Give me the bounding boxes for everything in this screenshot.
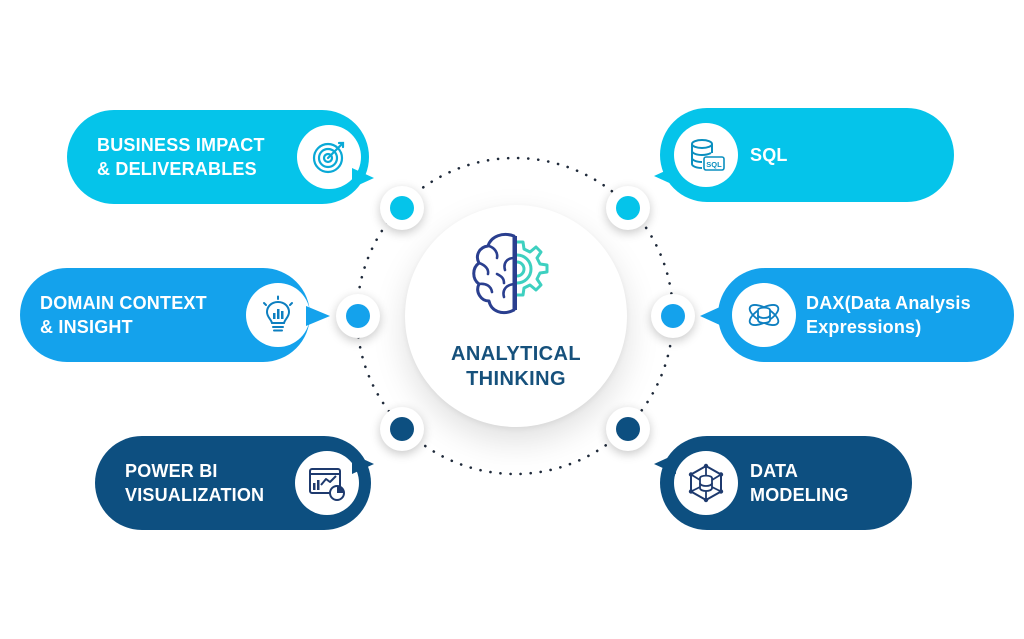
- connector-sql: [606, 186, 650, 230]
- card-business-impact: BUSINESS IMPACT & DELIVERABLES: [67, 110, 369, 204]
- card-data-modeling-pointer: [654, 454, 676, 474]
- card-domain-context-pointer: [306, 306, 330, 326]
- connector-dax: [651, 294, 695, 338]
- connector-data-modeling: [606, 407, 650, 451]
- center-title-line2: THINKING: [466, 368, 566, 390]
- target-icon: [297, 125, 361, 189]
- connector-business-impact: [380, 186, 424, 230]
- connector-power-bi: [380, 407, 424, 451]
- card-domain-context-label: DOMAIN CONTEXT & INSIGHT: [40, 293, 207, 337]
- card-data-modeling-label: DATA MODELING: [750, 461, 849, 505]
- card-sql: SQL SQL: [660, 108, 954, 202]
- card-data-modeling: DATA MODELING: [660, 436, 912, 530]
- center-title-line1: ANALYTICAL: [451, 343, 581, 365]
- card-business-impact-label: BUSINESS IMPACT & DELIVERABLES: [97, 135, 265, 179]
- card-power-bi-label: POWER BI VISUALIZATION: [125, 461, 265, 505]
- card-power-bi: POWER BI VISUALIZATION: [95, 436, 371, 530]
- card-power-bi-pointer: [352, 454, 374, 474]
- card-sql-pointer: [654, 166, 676, 186]
- lightbulb-chart-icon: [246, 283, 310, 347]
- svg-text:SQL: SQL: [706, 160, 722, 169]
- center-title: ANALYTICAL THINKING: [405, 342, 627, 392]
- dashboard-icon: [295, 451, 359, 515]
- card-dax-label: DAX(Data Analysis Expressions): [806, 293, 971, 337]
- connector-domain-context: [336, 294, 380, 338]
- card-domain-context: DOMAIN CONTEXT & INSIGHT: [20, 268, 310, 362]
- dax-database-icon: [732, 283, 796, 347]
- brain-gear-icon: [472, 232, 549, 315]
- card-dax: DAX(Data Analysis Expressions): [718, 268, 1014, 362]
- card-business-impact-pointer: [352, 168, 374, 188]
- card-dax-pointer: [700, 306, 722, 326]
- sql-database-icon: SQL: [674, 123, 738, 187]
- data-network-icon: [674, 451, 738, 515]
- card-sql-label: SQL: [750, 145, 788, 165]
